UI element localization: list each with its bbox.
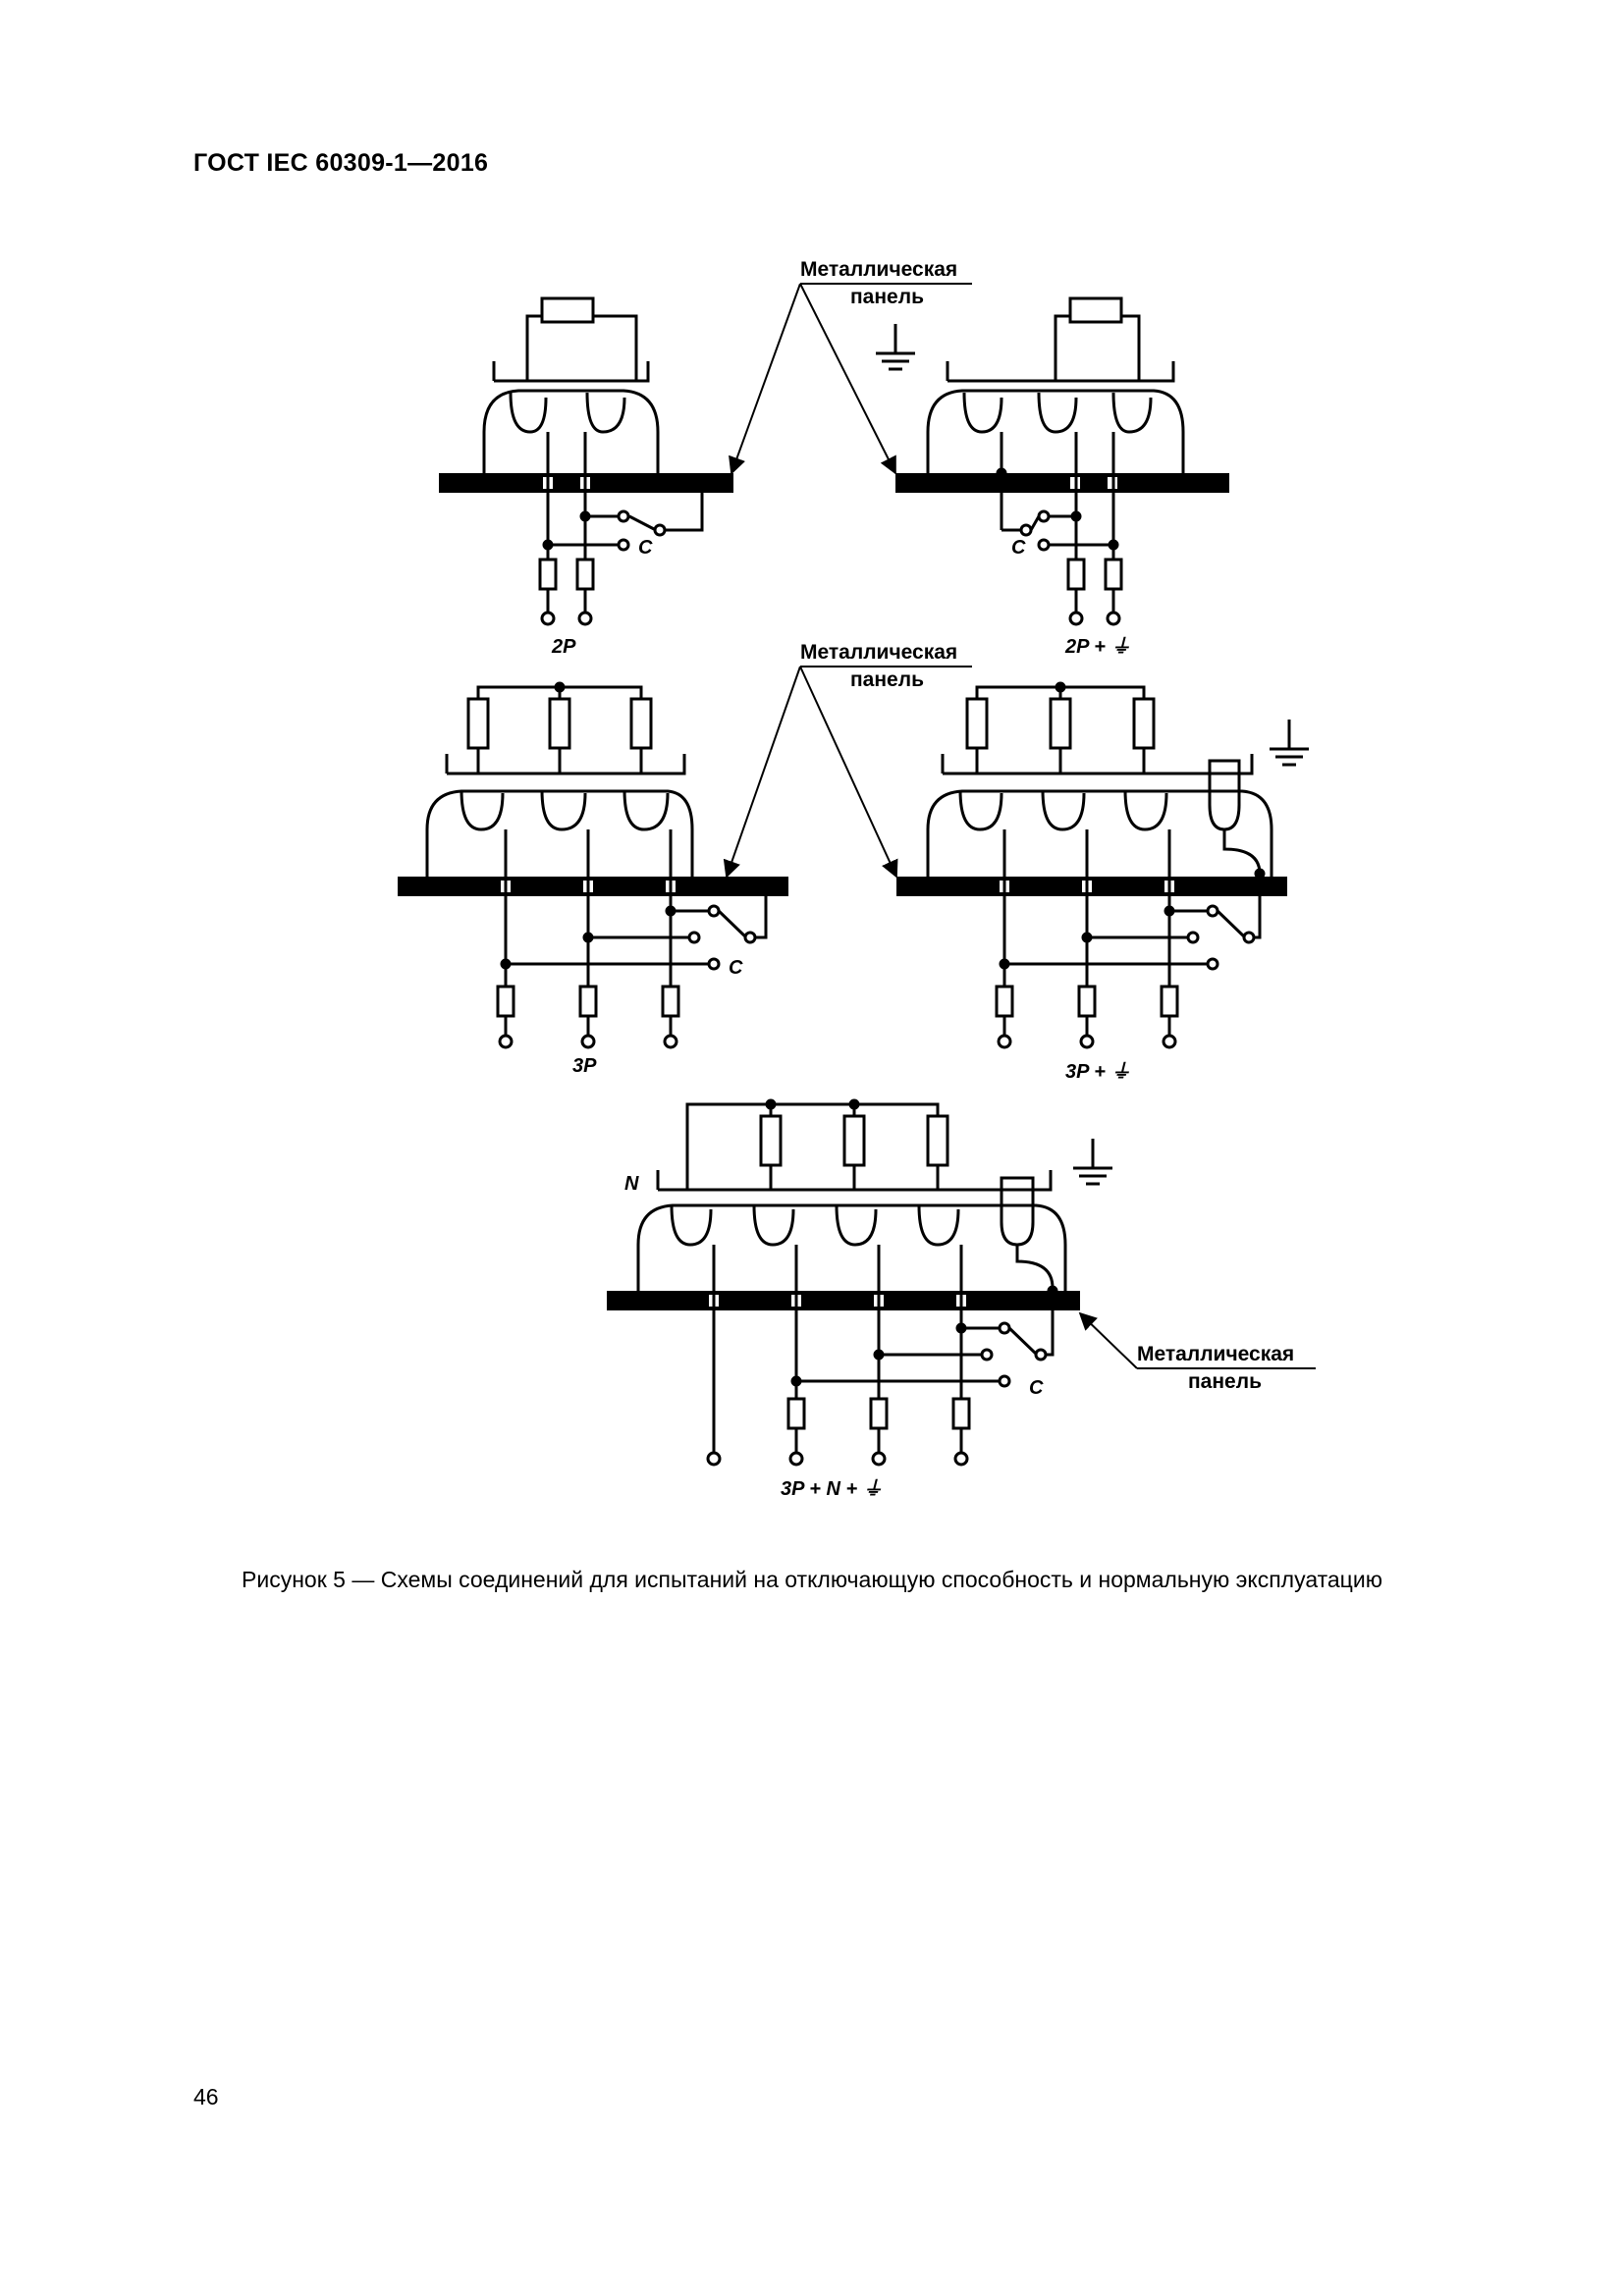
load-resistor (1068, 296, 1123, 324)
pin (509, 392, 548, 434)
fuse (1066, 558, 1086, 591)
metal-panel (607, 1291, 1080, 1310)
callout-line-2: панель (850, 668, 924, 691)
pin (623, 789, 670, 831)
load-resistor (629, 697, 653, 750)
callout-line-1: Металлическая (800, 258, 957, 281)
capacitor-label: C (1029, 1377, 1044, 1399)
fuse (1160, 985, 1179, 1018)
plug-body (482, 389, 660, 473)
fuse (1077, 985, 1097, 1018)
earth-symbol (1073, 1139, 1112, 1186)
load-resistor (965, 697, 989, 750)
callout-line-1: Металлическая (1137, 1343, 1294, 1365)
pin (958, 789, 1003, 831)
plug-body (926, 789, 1273, 877)
earth-pin (1000, 1176, 1035, 1247)
callout-line-2: панель (1188, 1370, 1262, 1393)
load-resistor (1132, 697, 1156, 750)
figure-caption: Рисунок 5 — Схемы соединений для испытан… (242, 1567, 1382, 1592)
pin (1111, 392, 1153, 434)
scheme-3p-n-earth (607, 1098, 1112, 1467)
load-resistor (548, 697, 571, 750)
callout-metal-panel-top: Металлическая панель (729, 258, 972, 475)
load-resistor (842, 1114, 866, 1167)
fuse (496, 985, 515, 1018)
page-number: 46 (193, 2084, 219, 2109)
pin (1123, 789, 1168, 831)
plug-body (425, 789, 694, 877)
fuse (1104, 558, 1123, 591)
pin (540, 789, 587, 831)
fuse (951, 1397, 971, 1430)
load-resistor (1049, 697, 1072, 750)
pin (460, 789, 505, 831)
pin (1041, 789, 1086, 831)
load-resistor (466, 697, 490, 750)
pin (962, 392, 1003, 434)
pin (1037, 392, 1078, 434)
scheme-2p (439, 296, 733, 626)
capacitor-label: C (729, 957, 743, 979)
earth-pin (1208, 759, 1241, 831)
fuse (869, 1397, 889, 1430)
fuse (786, 1397, 806, 1430)
fuse (995, 985, 1014, 1018)
fuse (578, 985, 598, 1018)
scheme-label-3p-earth: 3P + ⏚ (1065, 1061, 1131, 1083)
fuse (575, 558, 595, 591)
pin (670, 1204, 713, 1247)
scheme-3p-earth (896, 681, 1309, 1049)
pin (585, 392, 626, 434)
callout-metal-panel-middle: Металлическая панель (723, 641, 972, 879)
scheme-label-3p: 3P (572, 1055, 597, 1077)
capacitor-label: C (1011, 537, 1026, 559)
scheme-2p-earth (876, 296, 1229, 626)
load-resistor (759, 1114, 783, 1167)
capacitor-label: C (638, 537, 653, 559)
scheme-label-2p: 2P (551, 636, 576, 658)
fuse (538, 558, 558, 591)
load-resistor (926, 1114, 949, 1167)
load-resistor (540, 296, 595, 324)
pin (752, 1204, 795, 1247)
fuse (661, 985, 680, 1018)
document-header: ГОСТ IEC 60309-1—2016 (193, 149, 489, 177)
callout-line-2: панель (850, 286, 924, 308)
pin (917, 1204, 960, 1247)
callout-line-1: Металлическая (800, 641, 957, 664)
metal-panel (895, 473, 1229, 493)
wiring-diagrams-figure: Металлическая панель C 2P (398, 258, 1316, 1500)
pin (835, 1204, 878, 1247)
scheme-3p (398, 681, 788, 1049)
plug-body (926, 389, 1185, 473)
scheme-label-2p-earth: 2P + ⏚ (1064, 636, 1131, 658)
earth-symbol (876, 324, 915, 371)
scheme-label-3p-n-earth: 3P + N + ⏚ (781, 1478, 883, 1500)
callout-metal-panel-bottom: Металлическая панель (1078, 1311, 1316, 1393)
neutral-label: N (624, 1173, 639, 1195)
earth-symbol (1270, 720, 1309, 767)
